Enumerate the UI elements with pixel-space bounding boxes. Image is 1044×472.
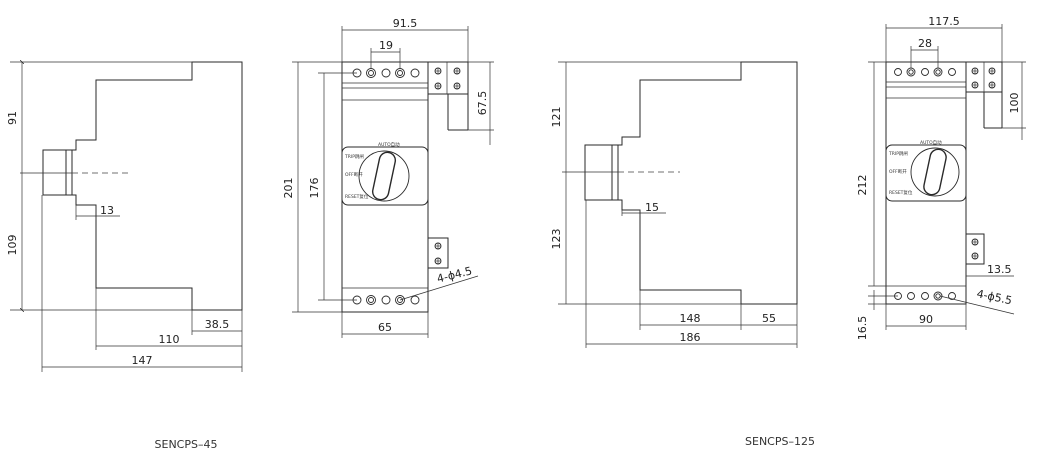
sencps125-dim-height-total: 212 [856, 175, 869, 196]
sencps125-dim-width-total: 117.5 [928, 15, 960, 28]
sencps125-side-outline [617, 61, 798, 305]
sencps125-bottom-terminals [894, 291, 956, 301]
sencps125-aux-block-lower [965, 233, 985, 265]
sencps125-dial-label-auto: AUTO自动 [920, 139, 942, 146]
model-caption-sencps125: SENCPS–125 [745, 435, 815, 448]
sencps45-aux-terminals [434, 67, 461, 265]
sencps125-dim-terminal-pitch: 28 [918, 37, 932, 50]
sencps45-knob-handle [371, 151, 397, 201]
sencps45-dial-label-off: OFF断开 [345, 171, 363, 178]
sencps125-dial-label-trip: TRIP跳闸 [888, 150, 908, 157]
sencps125-aux-terminals [971, 67, 996, 260]
sencps45-dim-mount-pitch: 176 [308, 178, 321, 199]
sencps45-side-knob [42, 149, 73, 196]
sencps125-side-view: 121 123 15 148 55 186 [550, 61, 798, 348]
sencps125-dim-aux-offset: 13.5 [987, 263, 1012, 276]
sencps125-dial-label-off: OFF断开 [889, 168, 907, 175]
sencps125-dim-bottom-offset: 16.5 [856, 316, 869, 341]
sencps45-aux-block-lower [427, 237, 449, 269]
sencps45-top-terminals [352, 68, 420, 78]
sencps125-top-terminals [894, 67, 956, 77]
sencps125-dial-label-reset: RESET复位 [889, 189, 913, 196]
sencps45-dial-label-trip: TRIP跳闸 [344, 153, 364, 160]
sencps125-dim-height-top: 121 [550, 107, 563, 128]
sencps45-dim-terminal-pitch: 19 [379, 39, 393, 52]
model-caption-sencps45: SENCPS–45 [155, 438, 218, 451]
sencps45-dial-label-auto: AUTO自动 [378, 141, 400, 148]
sencps45-dim-base-width: 65 [378, 321, 392, 334]
sencps125-dial-panel [885, 144, 967, 202]
sencps45-side-view: 91 109 13 38.5 110 147 [6, 61, 243, 372]
sencps45-dial-label-reset: RESET复位 [345, 193, 369, 200]
sencps45-dim-body-depth: 110 [159, 333, 180, 346]
sencps125-dim-base-width: 90 [919, 313, 933, 326]
sencps45-dim-height-total: 201 [282, 178, 295, 199]
sencps125-side-knob [584, 144, 619, 201]
sencps125-front-view: AUTO自动 TRIP跳闸 OFF断开 RESET复位 117.5 28 100… [856, 15, 1026, 340]
sencps45-dim-height-bottom: 109 [6, 235, 19, 256]
sencps125-knob-handle [923, 148, 947, 196]
sencps125-dim-body-depth: 148 [680, 312, 701, 325]
sencps45-dim-height-top: 91 [6, 111, 19, 125]
sencps125-dim-mount-holes: 4-ϕ5.5 [976, 287, 1014, 307]
sencps125-dim-step: 55 [762, 312, 776, 325]
sencps125-dim-height-bottom: 123 [550, 229, 563, 250]
sencps45-dim-knob-depth: 13 [100, 204, 114, 217]
sencps125-dim-total-depth: 186 [680, 331, 701, 344]
sencps45-dial-panel [341, 146, 429, 206]
sencps45-dim-total-depth: 147 [132, 354, 153, 367]
sencps125-dim-aux-height: 100 [1008, 93, 1021, 114]
sencps45-front-view: AUTO自动 TRIP跳闸 OFF断开 RESET复位 91.5 19 67.5… [282, 17, 494, 338]
sencps125-dim-knob-depth: 15 [645, 201, 659, 214]
sencps45-dim-aux-height: 67.5 [476, 91, 489, 116]
sencps45-side-outline [71, 61, 243, 311]
sencps45-dim-step: 38.5 [205, 318, 230, 331]
sencps45-aux-block [427, 61, 469, 95]
sencps45-dim-width-total: 91.5 [393, 17, 418, 30]
